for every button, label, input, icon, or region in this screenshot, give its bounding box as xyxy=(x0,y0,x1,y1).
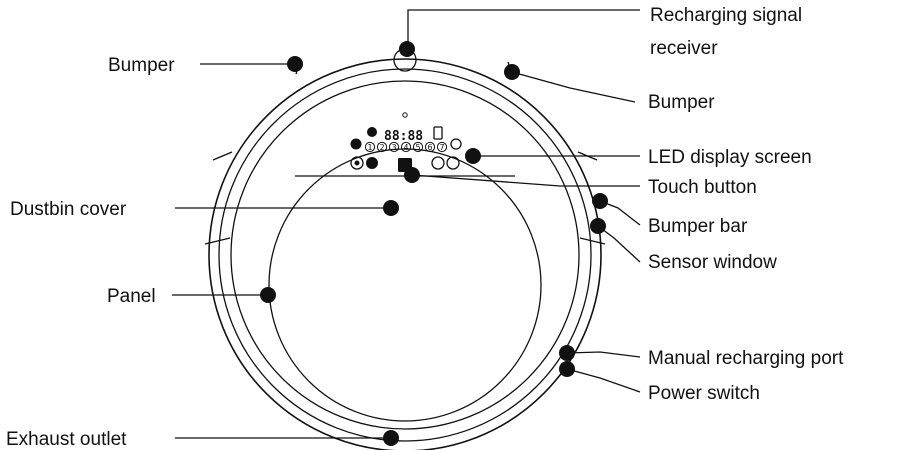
robot-body xyxy=(204,48,606,450)
left-bumper-notch-lower xyxy=(204,237,231,245)
recharging-signal-receiver-marker xyxy=(399,41,415,57)
bumper-ring xyxy=(218,68,592,442)
dustbin-cover-outline xyxy=(268,148,542,422)
callout-dots xyxy=(260,41,608,446)
callout-lines xyxy=(172,9,641,439)
panel-marker xyxy=(260,287,276,303)
day-2-label: 2 xyxy=(380,143,385,152)
led-display-screen-label: LED display screen xyxy=(648,147,812,168)
left-bumper-notch-upper xyxy=(212,151,233,161)
led-display-screen-marker xyxy=(465,148,481,164)
fan-indicator-icon xyxy=(367,127,377,137)
home-mode-icon xyxy=(366,157,378,169)
top-indicator xyxy=(402,112,408,118)
day-5-circle xyxy=(412,141,424,153)
exhaust-outlet-marker xyxy=(383,430,399,446)
battery-indicator-icon xyxy=(433,126,443,140)
touch-button-label: Touch button xyxy=(648,177,757,198)
spot-mode-icon-center xyxy=(354,160,360,166)
schedule-mode-icon xyxy=(446,156,460,170)
bumper-right-leader xyxy=(511,71,636,103)
day-6-label: 6 xyxy=(428,143,433,152)
schedule-days: 1 2 3 4 5 6 7 xyxy=(364,141,448,153)
right-bumper-notch-lower xyxy=(579,237,606,245)
bumper-right-label: Bumper xyxy=(648,92,715,113)
day-4-circle xyxy=(400,141,412,153)
sensor-window-marker xyxy=(590,218,606,234)
check-indicator-icon xyxy=(450,138,462,150)
exhaust-outlet-label: Exhaust outlet xyxy=(6,429,127,450)
manual-recharging-port-label: Manual recharging port xyxy=(648,348,844,369)
bumper-left-marker xyxy=(287,56,303,72)
day-3-label: 3 xyxy=(392,143,397,152)
bumper-left-label: Bumper xyxy=(108,55,175,76)
panel-label: Panel xyxy=(107,286,156,307)
day-1-label: 1 xyxy=(368,143,373,152)
top-panel-ring xyxy=(230,80,580,430)
bumper-right-marker xyxy=(504,64,520,80)
recharging-signal-receiver-label-line2: receiver xyxy=(650,38,718,59)
edge-mode-icon xyxy=(431,156,445,170)
sensor-window-label: Sensor window xyxy=(648,252,777,273)
day-1-circle xyxy=(364,141,376,153)
bumper-bar-label: Bumper bar xyxy=(648,216,748,237)
day-2-circle xyxy=(376,141,388,153)
day-3-circle xyxy=(388,141,400,153)
power-switch-leader xyxy=(566,368,641,393)
day-6-circle xyxy=(424,141,436,153)
spot-mode-icon xyxy=(350,156,364,170)
led-display: 88:88 1 2 3 4 5 6 7 xyxy=(350,126,462,172)
dustbin-cover-marker xyxy=(383,200,399,216)
recharging-signal-receiver-label-line1: Recharging signal xyxy=(650,5,802,26)
outer-shell xyxy=(208,58,602,450)
manual-recharging-port-leader xyxy=(566,351,641,358)
wifi-indicator-icon xyxy=(350,138,362,150)
manual-recharging-port-marker xyxy=(559,345,575,361)
display-digits: 88:88 xyxy=(384,129,423,144)
day-4-label: 4 xyxy=(404,143,409,152)
day-7-circle xyxy=(436,141,448,153)
recharging-signal-receiver-leader xyxy=(407,9,640,48)
touch-button-leader xyxy=(411,174,640,187)
power-switch-label: Power switch xyxy=(648,383,760,404)
bumper-bar-marker xyxy=(592,193,608,209)
dustbin-cover-label: Dustbin cover xyxy=(10,199,127,220)
day-7-label: 7 xyxy=(440,143,445,152)
touch-button-marker xyxy=(404,167,420,183)
power-switch-marker xyxy=(559,361,575,377)
callout-labels: Recharging signal receiver Bumper Bumper… xyxy=(6,5,844,450)
day-5-label: 5 xyxy=(416,143,421,152)
